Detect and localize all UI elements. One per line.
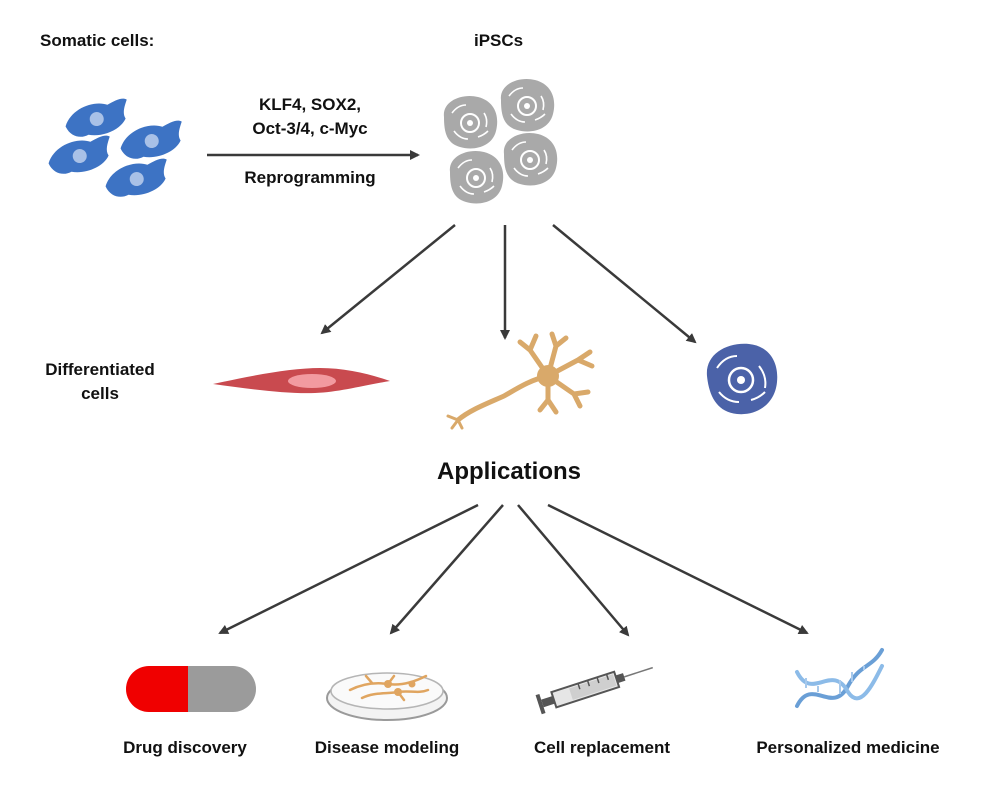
petri-dish-icon (326, 672, 448, 721)
arrow-to-blue-cell (552, 224, 697, 344)
muscle-cell-icon (213, 368, 390, 394)
differentiation-arrows (320, 224, 697, 344)
ipsc-cells-icon (443, 78, 558, 204)
app-label-drug-discovery: Drug discovery (123, 738, 247, 757)
differentiated-label-line2: cells (81, 384, 119, 403)
capsule-icon (126, 666, 256, 712)
neuron-icon (446, 331, 595, 430)
application-arrows (218, 503, 809, 637)
app-label-cell-replacement: Cell replacement (533, 738, 671, 757)
app-label-disease-modeling: Disease modeling (314, 738, 460, 757)
reprogramming-label: Reprogramming (244, 168, 376, 187)
factors-line2: Oct-3/4, c-Myc (252, 119, 368, 138)
arrow-to-drug-discovery (218, 503, 479, 635)
differentiated-label-line1: Differentiated (45, 360, 155, 379)
arrow-to-muscle-cell (320, 224, 456, 335)
syringe-icon (535, 666, 654, 715)
dna-icon (795, 648, 884, 708)
blue-cell-icon (706, 343, 778, 415)
somatic-cells-icon (48, 98, 182, 197)
somatic-cells-label: Somatic cells: (40, 31, 155, 50)
factors-line1: KLF4, SOX2, (258, 95, 362, 114)
arrow-to-disease-modeling (389, 504, 504, 635)
applications-heading: Applications (436, 458, 581, 485)
arrow-to-cell-replacement (517, 504, 630, 637)
app-label-personalized-medicine: Personalized medicine (756, 738, 940, 757)
arrow-to-personalized-medicine (547, 503, 809, 635)
ipscs-label: iPSCs (474, 31, 524, 50)
